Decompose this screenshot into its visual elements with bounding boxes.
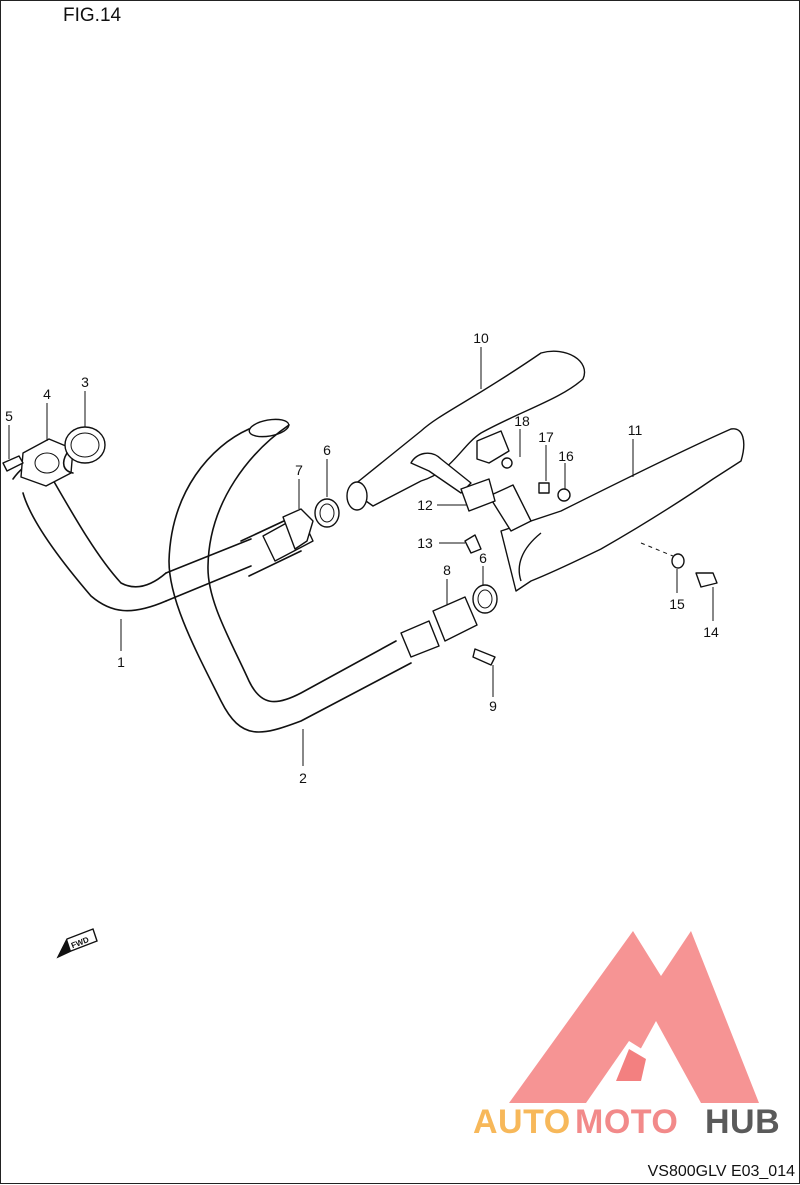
part-number-17: 17 xyxy=(538,429,554,445)
bracket-18 xyxy=(476,430,513,469)
part-number-10: 10 xyxy=(473,330,489,346)
forward-direction-marker: FWD xyxy=(56,928,98,959)
watermark-logo xyxy=(509,931,759,1103)
drawing-code: VS800GLV E03_014 xyxy=(647,1163,795,1180)
leader-lines xyxy=(8,347,714,766)
part-number-11: 11 xyxy=(628,422,643,438)
part-number-8: 8 xyxy=(443,562,451,578)
part-number-13: 13 xyxy=(417,535,433,551)
connector-gasket-6-lower xyxy=(472,584,498,614)
part-number-15: 15 xyxy=(669,596,685,612)
watermark-hub: HUB xyxy=(705,1103,780,1141)
exhaust-pipe-2 xyxy=(168,418,412,733)
washer-16 xyxy=(557,488,571,502)
clamp-7 xyxy=(262,508,314,562)
bolt-9 xyxy=(472,648,496,666)
flange-bolt-5 xyxy=(2,455,24,472)
watermark-text: AUTO MOTO HUB xyxy=(473,1103,780,1141)
part-number-4: 4 xyxy=(43,386,51,402)
muffler-10 xyxy=(346,350,586,511)
watermark-moto: MOTO xyxy=(575,1103,678,1141)
part-number-2: 2 xyxy=(299,770,307,786)
figure-title: FIG.14 xyxy=(63,5,122,26)
washer-15 xyxy=(671,553,685,569)
clamp-8 xyxy=(400,596,478,658)
part-number-6-lower: 6 xyxy=(479,550,487,566)
part-number-14: 14 xyxy=(703,624,719,640)
nut-17 xyxy=(538,482,550,494)
bolt-13 xyxy=(464,534,482,554)
exhaust-gasket-3 xyxy=(62,426,106,474)
part-number-1: 1 xyxy=(117,654,125,670)
muffler-11 xyxy=(488,428,745,592)
clamp-12 xyxy=(460,478,496,512)
part-number-6-upper: 6 xyxy=(323,442,331,458)
part-number-5: 5 xyxy=(5,408,13,424)
part-number-12: 12 xyxy=(417,497,433,513)
part-number-16: 16 xyxy=(558,448,574,464)
part-number-9: 9 xyxy=(489,698,497,714)
bolt-14 xyxy=(695,572,718,588)
connector-gasket-6-upper xyxy=(314,498,340,528)
part-number-7: 7 xyxy=(295,462,303,478)
part-number-18: 18 xyxy=(514,413,530,429)
watermark-auto: AUTO xyxy=(473,1103,571,1141)
part-number-3: 3 xyxy=(81,374,89,390)
